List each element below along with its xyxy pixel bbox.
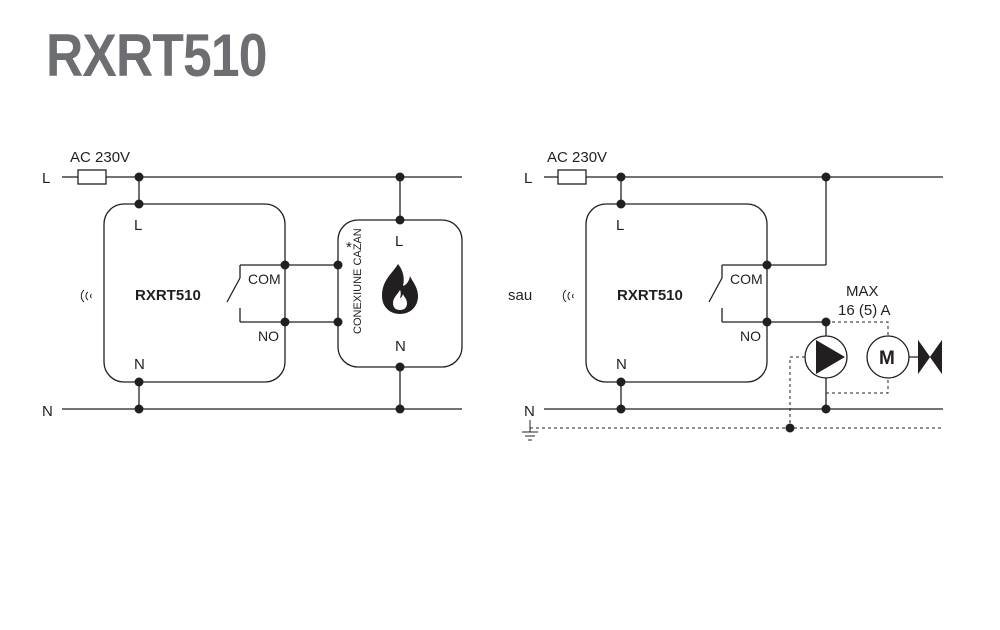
left-device-name: RXRT510 [135, 287, 201, 304]
left-diagram: AC 230V L N RXRT510 L N COM NO [42, 149, 463, 420]
right-wireless-signal-icon [562, 289, 574, 303]
left-com-label: COM [248, 271, 281, 287]
right-device-terminal-n: N [616, 356, 627, 373]
left-line-label: L [42, 170, 50, 187]
right-line-label: L [524, 170, 532, 187]
ground-icon [522, 420, 538, 441]
left-neutral-label: N [42, 403, 53, 420]
right-relay-contact [708, 264, 767, 323]
left-supply-label: AC 230V [70, 149, 130, 166]
right-device-box [585, 203, 768, 383]
boiler-terminal-l: L [395, 233, 403, 250]
right-device-name: RXRT510 [617, 287, 683, 304]
pump-icon [804, 335, 848, 379]
right-supply-label: AC 230V [547, 149, 607, 166]
motor-label: M [879, 348, 895, 369]
left-no-label: NO [258, 328, 279, 344]
left-device-box [103, 203, 286, 383]
rating-label: 16 (5) A [838, 302, 891, 319]
right-com-label: COM [730, 271, 763, 287]
valve-icon [909, 340, 942, 374]
or-label: sau [508, 287, 532, 304]
max-label: MAX [846, 283, 879, 300]
flame-icon [382, 264, 418, 314]
boiler-asterisk: * [346, 239, 352, 256]
motor-icon: M [866, 335, 910, 379]
left-fuse [77, 169, 107, 185]
page-title: RXRT510 [46, 22, 267, 89]
right-fuse [557, 169, 587, 185]
left-device-terminal-l: L [134, 217, 142, 234]
right-no-label: NO [740, 328, 761, 344]
boiler-connection-label: CONEXIUNE CAZAN [352, 228, 364, 334]
right-neutral-label: N [524, 403, 535, 420]
left-device-terminal-n: N [134, 356, 145, 373]
wireless-signal-icon [80, 289, 92, 303]
left-relay-contact [226, 264, 285, 323]
right-diagram: AC 230V L N sau RXRT510 L N COM NO [508, 149, 943, 441]
boiler-terminal-n: N [395, 338, 406, 355]
right-device-terminal-l: L [616, 217, 624, 234]
